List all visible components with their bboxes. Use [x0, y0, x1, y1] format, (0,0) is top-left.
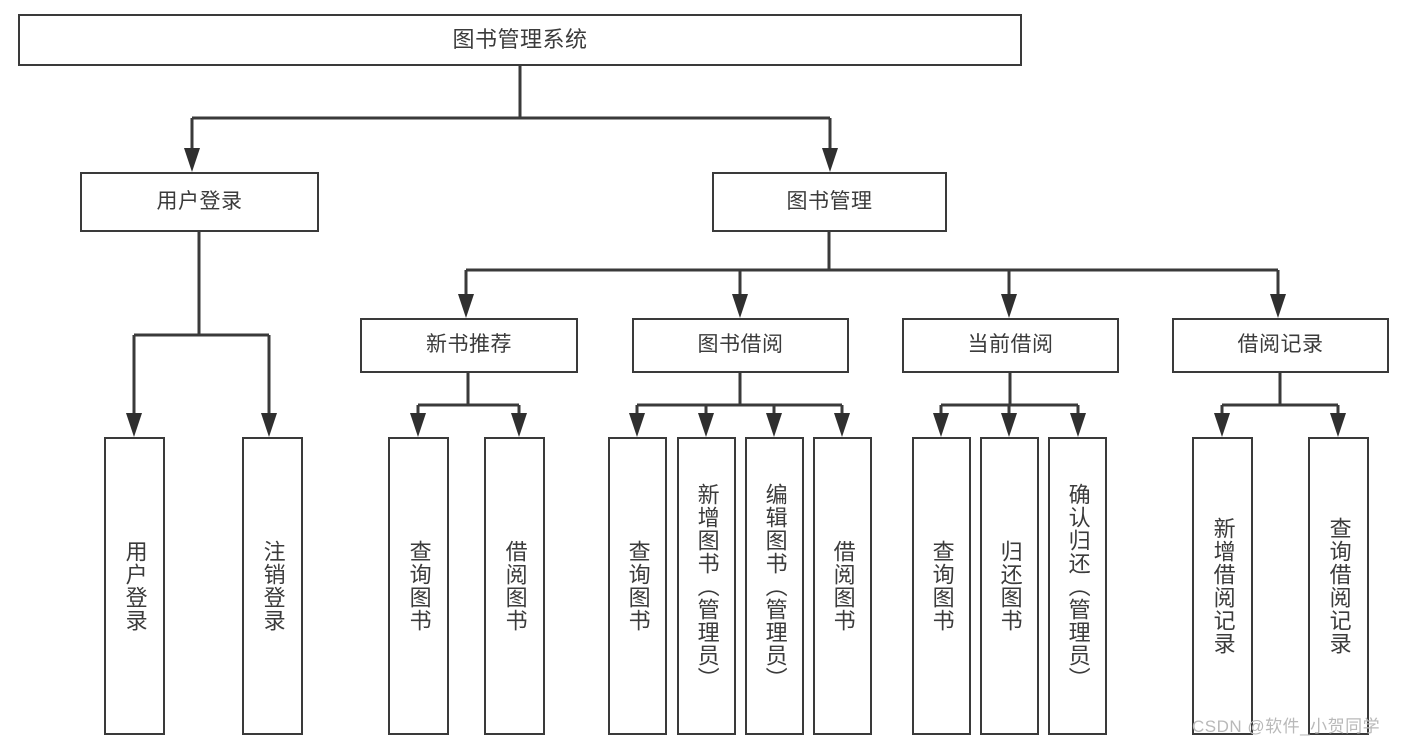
leaf-label: 借阅图书 [830, 540, 856, 632]
leaf-label: 查询图书 [625, 540, 651, 632]
leaf-current-borrow-confirm-return-admin[interactable]: 确认归还（管理员） [1048, 437, 1107, 735]
leaf-label: 新增图书（管理员） [694, 482, 720, 690]
node-label: 当前借阅 [967, 333, 1054, 357]
node-current-borrow[interactable]: 当前借阅 [902, 318, 1119, 373]
node-label: 图书管理系统 [452, 27, 588, 53]
node-label: 用户登录 [156, 189, 243, 213]
leaf-label: 注销登录 [260, 540, 286, 632]
node-user-login[interactable]: 用户登录 [80, 172, 319, 232]
node-label: 图书借阅 [697, 333, 784, 357]
node-label: 借阅记录 [1237, 333, 1324, 357]
leaf-borrow-record-add-record[interactable]: 新增借阅记录 [1192, 437, 1253, 735]
leaf-label: 编辑图书（管理员） [762, 482, 788, 690]
leaf-new-book-borrow-book[interactable]: 借阅图书 [484, 437, 545, 735]
leaf-borrow-record-query-record[interactable]: 查询借阅记录 [1308, 437, 1369, 735]
leaf-label: 归还图书 [997, 540, 1023, 632]
leaf-new-book-query-book[interactable]: 查询图书 [388, 437, 449, 735]
watermark: CSDN @软件_小贺同学 [1192, 717, 1381, 736]
leaf-book-borrow-edit-book-admin[interactable]: 编辑图书（管理员） [745, 437, 804, 735]
node-label: 新书推荐 [426, 333, 512, 357]
leaf-user-login-logout[interactable]: 注销登录 [242, 437, 303, 735]
leaf-book-borrow-add-book-admin[interactable]: 新增图书（管理员） [677, 437, 736, 735]
leaf-label: 新增借阅记录 [1210, 517, 1236, 655]
node-label: 图书管理 [786, 189, 873, 213]
leaf-current-borrow-query-book[interactable]: 查询图书 [912, 437, 971, 735]
leaf-label: 确认归还（管理员） [1065, 482, 1091, 690]
leaf-label: 借阅图书 [502, 540, 528, 632]
leaf-book-borrow-query-book[interactable]: 查询图书 [608, 437, 667, 735]
leaf-label: 查询图书 [406, 540, 432, 632]
node-book-borrow[interactable]: 图书借阅 [632, 318, 849, 373]
leaf-book-borrow-borrow-book[interactable]: 借阅图书 [813, 437, 872, 735]
node-borrow-record[interactable]: 借阅记录 [1172, 318, 1389, 373]
node-book-management[interactable]: 图书管理 [712, 172, 947, 232]
leaf-current-borrow-return-book[interactable]: 归还图书 [980, 437, 1039, 735]
leaf-user-login-login[interactable]: 用户登录 [104, 437, 165, 735]
leaf-label: 查询借阅记录 [1326, 517, 1352, 655]
node-new-book-recommend[interactable]: 新书推荐 [360, 318, 578, 373]
node-root-book-management-system[interactable]: 图书管理系统 [18, 14, 1022, 66]
leaf-label: 用户登录 [122, 540, 148, 632]
leaf-label: 查询图书 [929, 540, 955, 632]
